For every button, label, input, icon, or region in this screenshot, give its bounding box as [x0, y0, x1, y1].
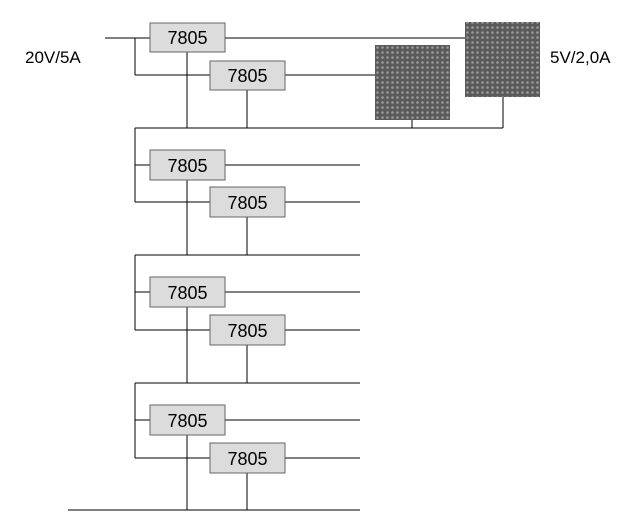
output-label: 5V/2,0A [550, 48, 611, 67]
regulator-5: 7805 [149, 276, 226, 308]
regulator-label: 7805 [227, 449, 267, 469]
regulator-7: 7805 [149, 404, 226, 436]
led-panel-icon [375, 45, 450, 120]
regulator-6: 7805 [209, 314, 286, 346]
regulator-label: 7805 [167, 28, 207, 48]
input-label: 20V/5A [25, 48, 81, 67]
regulator-label: 7805 [227, 193, 267, 213]
regulator-2: 7805 [209, 60, 286, 91]
regulator-label: 7805 [167, 411, 207, 431]
led-panel-icon [465, 22, 540, 97]
regulator-3: 7805 [149, 149, 226, 181]
regulator-label: 7805 [167, 156, 207, 176]
regulator-label: 7805 [227, 321, 267, 341]
regulator-label: 7805 [167, 283, 207, 303]
regulator-8: 7805 [209, 442, 286, 474]
regulator-label: 7805 [227, 66, 267, 86]
regulator-4: 7805 [209, 186, 286, 218]
regulator-1: 7805 [149, 22, 226, 53]
